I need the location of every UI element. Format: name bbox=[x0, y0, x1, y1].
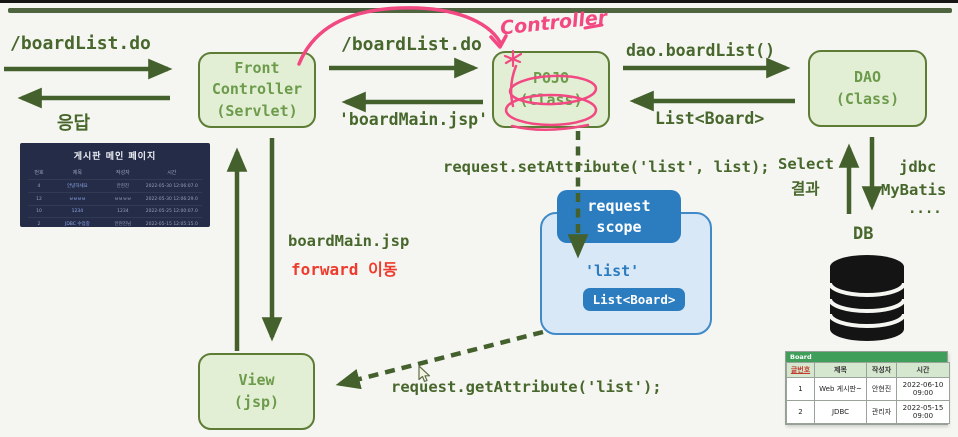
arrow-getattribute-dashed bbox=[335, 329, 544, 390]
node-view-line2: (jsp) bbox=[233, 392, 280, 411]
label-select-result-2: 결과 bbox=[791, 180, 820, 198]
label-get-attribute: request.getAttribute('list'); bbox=[391, 378, 662, 396]
node-dao-line2: (Class) bbox=[835, 89, 900, 108]
node-dao: DAO (Class) bbox=[808, 50, 927, 127]
preview-col-title: 제목 bbox=[72, 170, 82, 176]
request-scope-badge: request scope bbox=[557, 190, 681, 243]
label-boardmain-return: 'boardMain.jsp' bbox=[339, 110, 489, 129]
label-db: DB bbox=[853, 224, 874, 244]
board-page-preview: 게시판 메인 페이지 번호 제목 작성자 시간 4 안녕하세요 안현진 2022… bbox=[20, 143, 210, 227]
node-front-controller: Front Controller (Servlet) bbox=[198, 52, 316, 128]
preview-row: 2 JDBC 수업중 안현진님 2022-05-15 12:05:15.0 bbox=[27, 217, 203, 227]
node-front-controller-line3: (Servlet) bbox=[216, 101, 298, 120]
node-front-controller-line1: Front bbox=[234, 59, 280, 78]
board-col-title: 제목 bbox=[814, 362, 867, 378]
board-preview-title: 게시판 메인 페이지 bbox=[73, 152, 157, 162]
board-col-time: 시간 bbox=[896, 362, 950, 378]
preview-col-author: 작성자 bbox=[115, 170, 130, 176]
node-pojo-line1: POJO bbox=[532, 69, 570, 88]
board-col-author: 작성자 bbox=[866, 362, 897, 378]
node-view: View (jsp) bbox=[198, 353, 315, 430]
board-table-name: Board bbox=[786, 352, 947, 362]
label-dots: .... bbox=[908, 201, 942, 217]
label-dao-call: dao.boardList() bbox=[626, 41, 776, 60]
scope-value-pill: List<Board> bbox=[583, 288, 685, 311]
label-boardmain-jsp: boardMain.jsp bbox=[288, 232, 410, 250]
mouse-cursor-icon bbox=[418, 366, 431, 383]
label-response: 응답 bbox=[57, 113, 91, 134]
board-col-id: 글번호 bbox=[786, 362, 815, 378]
preview-col-time: 시간 bbox=[167, 170, 177, 176]
board-table-row: 1 Web 게시판~ 안현진 2022-06-10 09:00 bbox=[786, 377, 950, 401]
label-request-url-mid: /boardList.do bbox=[341, 34, 482, 55]
label-forward-move: forward 이동 bbox=[291, 260, 398, 279]
preview-col-no: 번호 bbox=[34, 170, 44, 176]
node-dao-line1: DAO bbox=[853, 68, 882, 87]
top-black-bar bbox=[0, 0, 958, 3]
label-mybatis: MyBatis bbox=[881, 181, 947, 199]
label-jdbc: jdbc bbox=[899, 158, 937, 176]
database-icon bbox=[828, 255, 906, 341]
preview-row: 4 안녕하세요 안현진 2022-05-30 12:06:07.0 bbox=[27, 179, 203, 193]
node-pojo: POJO (Class) bbox=[492, 51, 610, 128]
request-scope-badge-line2: scope bbox=[596, 217, 642, 236]
label-list-board-return: List<Board> bbox=[655, 109, 765, 128]
scope-key-list: 'list' bbox=[585, 262, 640, 280]
preview-row: 12 ㅂㅂㅂㅂ ㅂㅂㅂㅂ 2022-05-30 12:06:29.0 bbox=[27, 192, 203, 206]
top-green-rule bbox=[8, 8, 952, 13]
label-select-result-1: Select bbox=[778, 155, 834, 173]
node-front-controller-line2: Controller bbox=[211, 80, 303, 99]
node-pojo-line2: (Class) bbox=[519, 90, 583, 109]
label-set-attribute: request.setAttribute('list', list); bbox=[443, 158, 770, 176]
label-request-url-left: /boardList.do bbox=[10, 33, 151, 54]
board-table-row: 2 JDBC 관리자 2022-05-15 09:00 bbox=[786, 400, 950, 424]
board-preview-table: 번호 제목 작성자 시간 4 안녕하세요 안현진 2022-05-30 12:0… bbox=[27, 167, 203, 227]
board-db-table: Board 글번호 제목 작성자 시간 1 Web 게시판~ 안현진 2022-… bbox=[785, 351, 950, 425]
request-scope-badge-line1: request bbox=[587, 197, 651, 216]
preview-row: 10 1234 1234 2022-05-25 12:00:07.0 bbox=[27, 205, 203, 218]
node-view-line1: View bbox=[238, 371, 275, 390]
